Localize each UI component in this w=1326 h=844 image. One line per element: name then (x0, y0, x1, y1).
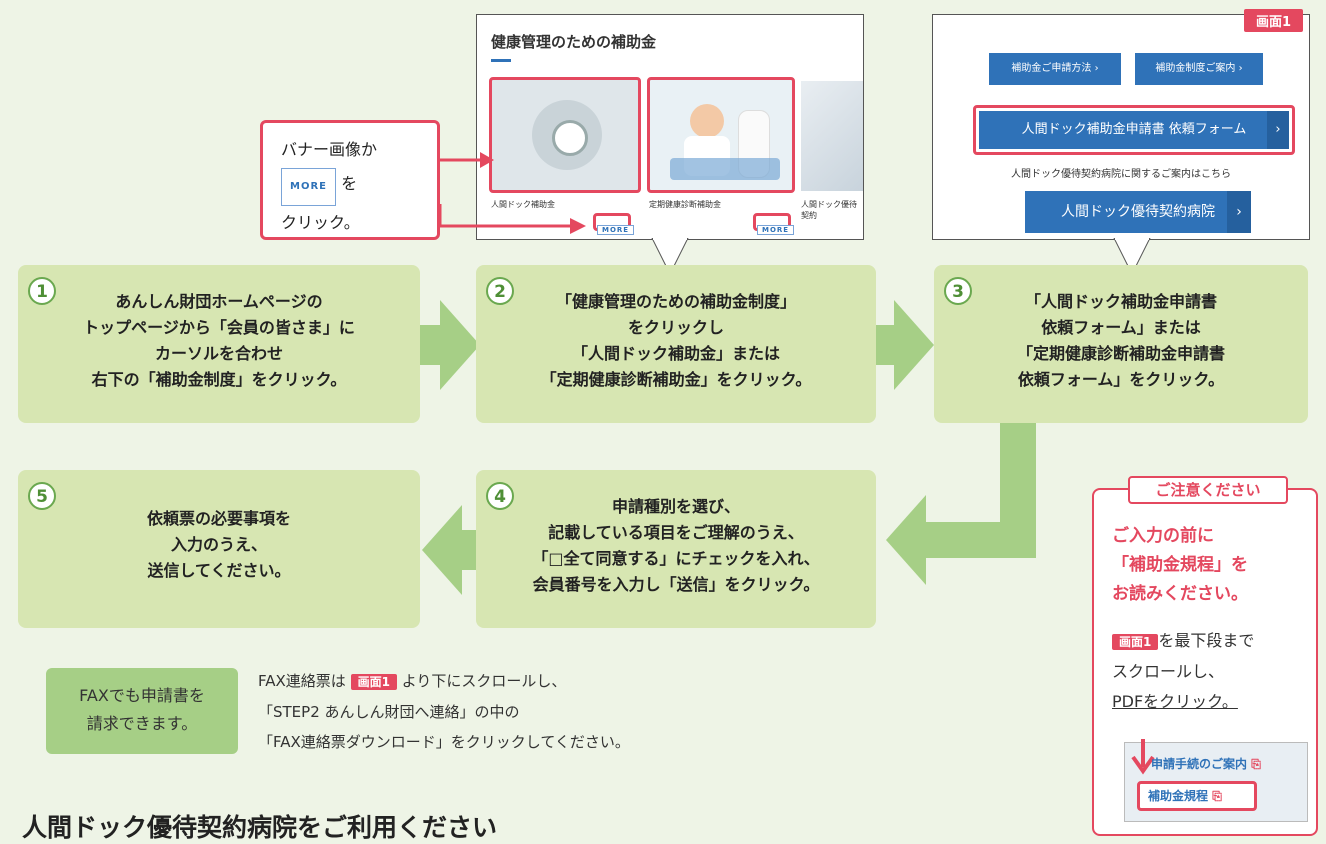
section-heading: 人間ドック優待契約病院をご利用ください (22, 813, 498, 842)
form-button-label: 人間ドック補助金申請書 依頼フォーム (1021, 122, 1247, 137)
chevron-right-icon: › (1267, 111, 1289, 149)
hospital-info-text: 人間ドック優待契約病院に関するご案内はこちら (1011, 169, 1231, 180)
flow-arrow-head (894, 300, 934, 390)
step-number: 2 (486, 277, 514, 305)
step-5: 5 依頼票の必要事項を入力のうえ、送信してください。 (18, 470, 420, 628)
screen2-title: 健康管理のための補助金 (491, 33, 657, 51)
flow-arrow-head (440, 300, 480, 390)
card-label: 定期健康診断補助金 (649, 200, 721, 209)
click-hint-callout: バナー画像か MORE を クリック。 (260, 120, 440, 240)
flow-arrow-head (886, 495, 926, 585)
step-number: 5 (28, 482, 56, 510)
step-3: 3 「人間ドック補助金申請書依頼フォーム」または「定期健康診断補助金申請書依頼フ… (934, 265, 1308, 423)
card-checkup-image[interactable] (647, 77, 795, 193)
step-number: 3 (944, 277, 972, 305)
flow-arrow-head (422, 505, 462, 595)
screen1-badge: 画面1 (1243, 9, 1303, 32)
callout-arrow-more (440, 218, 586, 234)
more-button[interactable]: MORE (593, 213, 635, 235)
form-button-frame[interactable]: 人間ドック補助金申請書 依頼フォーム › (973, 105, 1295, 155)
flow-arrow (460, 530, 476, 570)
apply-method-button[interactable]: 補助金ご申請方法 › (989, 53, 1121, 85)
callout-line2: MORE を (281, 167, 419, 206)
hospital-button[interactable]: 人間ドック優待契約病院 › (1025, 191, 1251, 233)
title-underline (491, 59, 511, 62)
notice-warning: ご入力の前に 「補助金規程」を お読みください。 (1112, 526, 1248, 604)
step-number: 1 (28, 277, 56, 305)
step-1: 1 あんしん財団ホームページのトップページから「会員の皆さま」にカーソルを合わせ… (18, 265, 420, 423)
callout-line1: バナー画像か (281, 140, 378, 159)
card-label: 人間ドック補助金 (491, 200, 555, 209)
flow-arrow (420, 325, 440, 365)
system-info-button[interactable]: 補助金制度ご案内 › (1135, 53, 1263, 85)
pdf-links-panel: 申請手続のご案内 ⎘ 補助金規程 ⎘ (1124, 739, 1308, 822)
screen1-badge: 画面1 (1112, 634, 1159, 650)
flow-arrow (1000, 423, 1036, 533)
screen1-pointer (1113, 238, 1151, 276)
more-button[interactable]: MORE (753, 213, 795, 235)
screen2-panel: 健康管理のための補助金 人間ドック補助金 定期健康診断補助金 人間ドック優待契約… (476, 14, 864, 240)
pdf-icon: ⎘ (1212, 789, 1222, 803)
fax-instructions: FAX連絡票は 画面1 より下にスクロールし、 「STEP2 あんしん財団へ連絡… (258, 672, 630, 751)
step-4: 4 申請種別を選び、記載している項目をご理解のうえ、「□全て同意する」にチェック… (476, 470, 876, 628)
flow-arrow (926, 522, 1036, 558)
notice-title: ご注意ください (1128, 476, 1288, 504)
step-2: 2 「健康管理のための補助金制度」をクリックし「人間ドック補助金」または「定期健… (476, 265, 876, 423)
arrow-down-icon (1131, 739, 1155, 775)
step-number: 4 (486, 482, 514, 510)
card-label: 人間ドック優待契約 (801, 200, 857, 220)
application-guide-link[interactable]: 申請手続のご案内 ⎘ (1151, 757, 1261, 771)
fax-box: FAXでも申請書を 請求できます。 (46, 668, 238, 754)
callout-line3: クリック。 (281, 213, 360, 232)
flow-arrow (876, 325, 896, 365)
more-label: MORE (281, 168, 336, 206)
card-dock-image[interactable] (489, 77, 641, 193)
pdf-icon: ⎘ (1251, 757, 1261, 771)
screen1-badge: 画面1 (350, 674, 397, 690)
card-partner-image[interactable] (801, 81, 863, 191)
chevron-right-icon: › (1227, 191, 1251, 233)
screen1-panel: 補助金ご申請方法 › 補助金制度ご案内 › 人間ドック補助金申請書 依頼フォーム… (932, 9, 1310, 240)
subsidy-rules-link[interactable]: 補助金規程 ⎘ (1137, 781, 1257, 811)
screen2-pointer (651, 238, 689, 276)
